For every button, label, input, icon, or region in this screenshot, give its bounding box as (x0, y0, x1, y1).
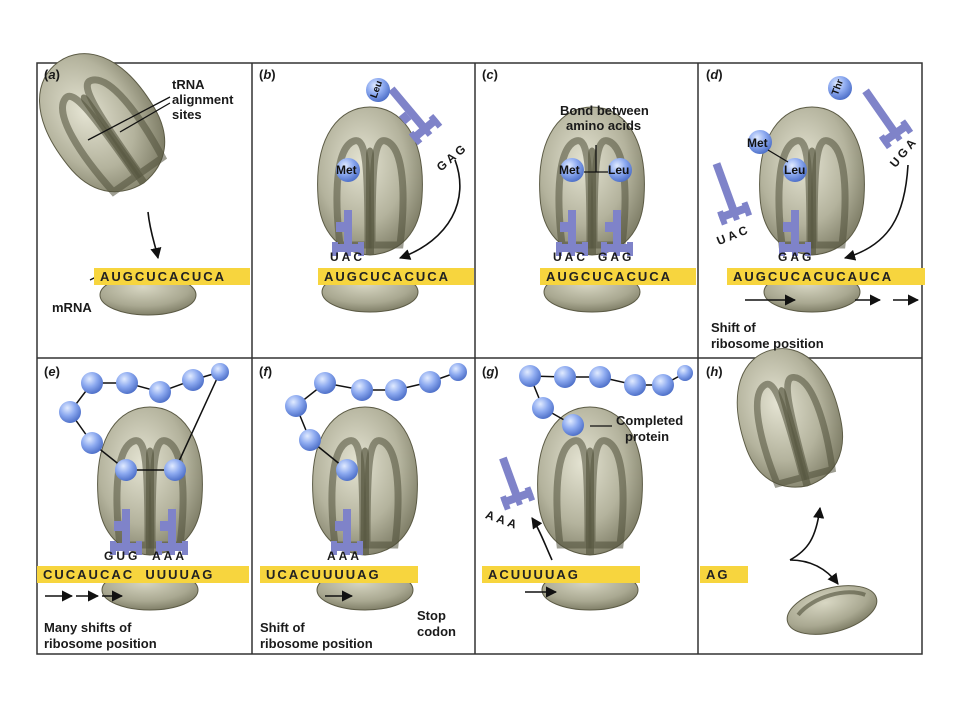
panel-a-label: (a) (44, 67, 60, 82)
stop-codon-label-2: codon (417, 624, 456, 639)
panel-b-met-ball (336, 158, 360, 182)
panel-b-leu-label: Leu (368, 79, 386, 100)
panel-c-leu-ball (608, 158, 632, 182)
panel-b-mrna-strand: AUGCUCACUCA (318, 268, 474, 285)
panel-e-anticodon-2: AAA (152, 549, 187, 563)
panel-b-arrow (398, 159, 461, 260)
bond-label-1: Bond between (560, 103, 649, 118)
panel-b-label: (b) (259, 67, 276, 82)
panel-d-thr-label: Thr (830, 78, 846, 97)
panel-g-arrow (531, 517, 553, 561)
panel-f-polypeptide (285, 363, 467, 481)
panel-h-label: (h) (706, 364, 723, 379)
panel-d-arrow-in (843, 164, 909, 261)
panel-g-completed-protein (519, 365, 693, 436)
stop-codon-label-1: Stop (417, 608, 446, 623)
panel-b-leu-ball (366, 78, 390, 102)
panel-h-arrow-down (789, 559, 839, 585)
panel-d-met-label: Met (747, 136, 768, 150)
panel-b-incoming-anticodon: GAG (433, 139, 471, 175)
panel-h-arrow-up (789, 506, 825, 561)
completed-protein-label-2: protein (625, 429, 670, 444)
panel-d-caption-1: Shift of (711, 320, 756, 335)
panel-c-mrna-strand: AUGCUCACUCA (540, 268, 696, 285)
panel-g-mrna-strand: ACUUUUAG (482, 566, 640, 583)
panel-f-label: (f) (259, 364, 273, 379)
panel-d-caption-2: ribosome position (711, 336, 824, 351)
panel-d-anticodon-site: GAG (778, 250, 815, 264)
panel-d-met-ball (748, 130, 772, 154)
mrna-label: mRNA (52, 300, 92, 315)
panel-d-label: (d) (706, 67, 723, 82)
panel-d-leu-label: Leu (784, 163, 806, 177)
panel-f-mrna-strand: UCACUUUUAG (260, 566, 418, 583)
panel-d-leaving-trna (712, 162, 753, 226)
panel-d-thr-ball (828, 76, 852, 100)
panel-g-released-anticodon: AAA (483, 507, 522, 533)
panel-c-leu-label: Leu (608, 163, 630, 177)
panel-f-caption-2: ribosome position (260, 636, 373, 651)
panel-d-peptide-bond (767, 149, 789, 163)
panel-g-released-trna (499, 456, 536, 511)
bond-label-2: amino acids (566, 118, 642, 133)
panel-h-small-subunit-released (786, 585, 878, 635)
panel-f-anticodon: AAA (327, 549, 362, 563)
panel-c-label: (c) (482, 67, 498, 82)
panel-e-label: (e) (44, 364, 60, 379)
trna-sites-label-1: tRNA (172, 77, 205, 92)
panel-e-caption-2: ribosome position (44, 636, 157, 651)
panel-d-leu-ball (783, 158, 807, 182)
trna-sites-label-2: alignment (172, 92, 234, 107)
panel-b-incoming-trna-leu (388, 86, 443, 146)
panel-d-mrna-strand: AUGCUCACUCAUCA (727, 268, 925, 285)
panel-f-caption-1: Shift of (260, 620, 305, 635)
panel-c-anticodon-2: GAG (598, 250, 635, 264)
panel-e-anticodon-1: GUG (104, 549, 141, 563)
panel-c-anticodon-1: UAC (553, 250, 588, 264)
panel-e-mrna-strand: CUCAUCAC UUUUAG (37, 566, 249, 583)
panel-c-bond-line (584, 145, 608, 173)
trna-sites-label-3: sites (172, 107, 202, 122)
panel-e-caption-1: Many shifts of (44, 620, 132, 635)
panel-d-incoming-trna-thr (862, 88, 914, 150)
panel-g-label: (g) (482, 364, 499, 379)
panel-e-polypeptide (59, 363, 229, 481)
panel-b-anticodon: UAC (330, 250, 365, 264)
completed-protein-label-1: Completed (616, 413, 684, 428)
panel-a-arrow (147, 211, 162, 260)
panel-d-leaving-anticodon: UAC (714, 221, 753, 249)
panel-a-mrna-strand: AUGCUCACUCA (94, 268, 250, 285)
panel-b-met-label: Met (336, 163, 357, 177)
panel-c-met-ball (560, 158, 584, 182)
panel-d-incoming-anticodon: UGA (887, 133, 921, 171)
panel-c-met-label: Met (559, 163, 580, 177)
panel-h-mrna-strand: AG (700, 566, 748, 583)
